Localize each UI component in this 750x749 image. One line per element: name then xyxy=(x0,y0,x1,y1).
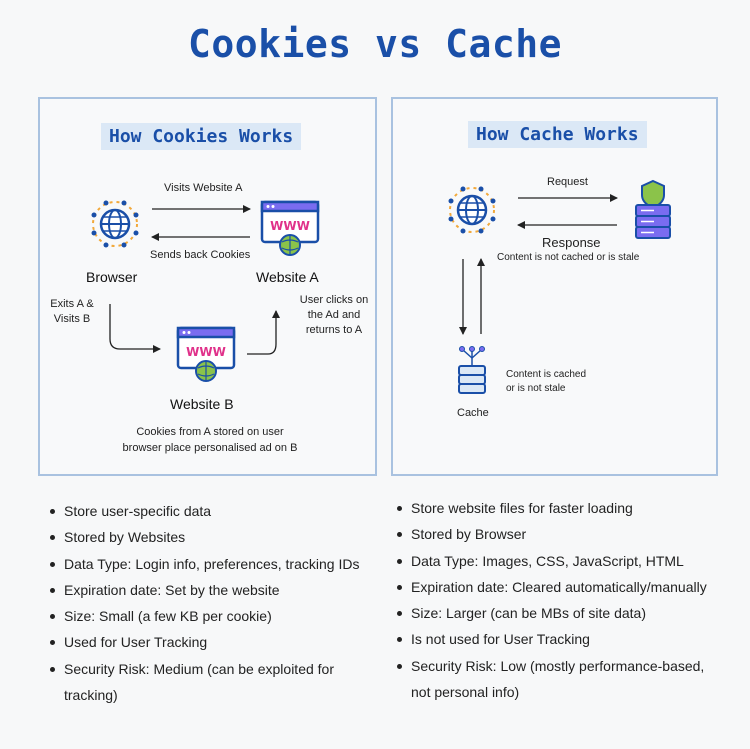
request-label: Request xyxy=(547,176,588,188)
cookies-heading: How Cookies Works xyxy=(101,123,302,150)
website-b-www-text: WWW xyxy=(186,345,226,359)
cache-heading: How Cache Works xyxy=(468,121,647,148)
exits-arrow xyxy=(109,304,161,353)
page-title: Cookies vs Cache xyxy=(187,22,563,66)
cache-icon xyxy=(458,346,486,394)
list-item: Expiration date: Set by the website xyxy=(50,577,370,603)
list-item-continuation: tracking) xyxy=(64,687,118,704)
returns-arrow xyxy=(247,310,280,355)
server-shield-icon xyxy=(635,179,671,239)
browser-label: Browser xyxy=(86,269,138,285)
exits-label: Exits A & Visits B xyxy=(50,298,94,325)
list-item: Data Type: Images, CSS, JavaScript, HTML xyxy=(397,548,727,574)
list-item: Security Risk: Medium (can be exploited … xyxy=(50,656,370,682)
not-cached-label: Content is not cached or is stale xyxy=(497,252,640,263)
cache-diagram xyxy=(448,179,671,394)
cookies-caption: Cookies from A stored on user browser pl… xyxy=(122,426,298,454)
sends-back-label: Sends back Cookies xyxy=(150,249,251,261)
browser-globe-icon xyxy=(448,186,496,234)
website-b-icon: WWW xyxy=(176,326,236,382)
cookies-bullet-list: Store user-specific data Stored by Websi… xyxy=(50,498,370,708)
website-a-label: Website A xyxy=(256,269,319,285)
website-a-icon: WWW xyxy=(260,200,320,256)
visits-label: Visits Website A xyxy=(164,182,243,194)
cache-panel: How Cache Works xyxy=(391,97,718,476)
list-item: Store website files for faster loading xyxy=(397,495,727,521)
list-item: Size: Small (a few KB per cookie) xyxy=(50,603,370,629)
cache-bullet-list: Store website files for faster loading S… xyxy=(397,495,727,705)
website-b-label: Website B xyxy=(170,396,234,412)
list-item: Used for User Tracking xyxy=(50,629,370,655)
list-item: Size: Larger (can be MBs of site data) xyxy=(397,600,727,626)
user-clicks-label: User clicks on the Ad and returns to A xyxy=(299,294,369,336)
list-item: Stored by Browser xyxy=(397,521,727,547)
website-a-www-text: WWW xyxy=(270,219,310,233)
list-item: Security Risk: Low (mostly performance-b… xyxy=(397,653,727,679)
list-item: Store user-specific data xyxy=(50,498,370,524)
cookies-panel: How Cookies Works xyxy=(38,97,377,476)
list-item: Stored by Websites xyxy=(50,524,370,550)
response-label: Response xyxy=(542,235,601,250)
list-item: Is not used for User Tracking xyxy=(397,626,727,652)
list-item: Data Type: Login info, preferences, trac… xyxy=(50,551,370,577)
list-item: Expiration date: Cleared automatically/m… xyxy=(397,574,727,600)
browser-globe-icon xyxy=(91,200,139,248)
cache-label: Cache xyxy=(457,407,489,419)
list-item-continuation: not personal info) xyxy=(411,684,520,701)
cookies-diagram: WWW WWW xyxy=(91,200,320,382)
cached-label: Content is cached or is not stale xyxy=(506,369,587,394)
